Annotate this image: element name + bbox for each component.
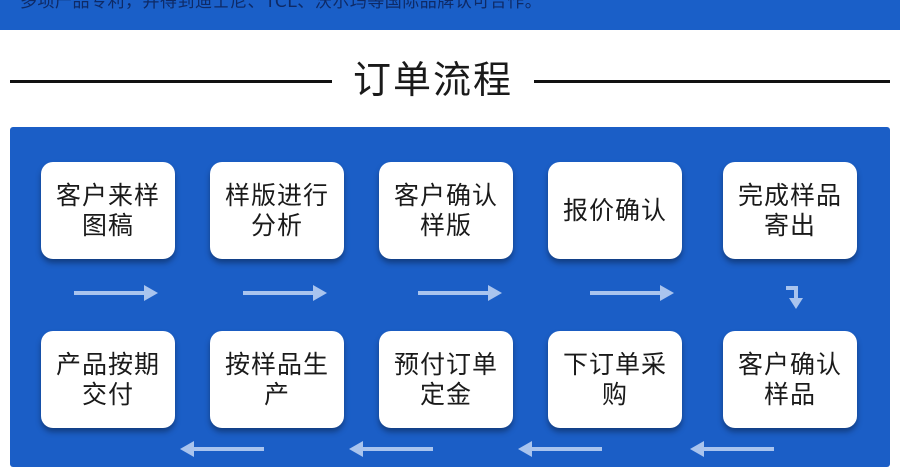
step-label: 客户确认样品 bbox=[738, 349, 843, 409]
step-label: 产品按期交付 bbox=[56, 349, 161, 409]
step-label: 完成样品寄出 bbox=[738, 180, 843, 240]
step-card-9: 按样品生产 bbox=[210, 331, 344, 428]
step-card-3: 客户确认样版 bbox=[379, 162, 513, 259]
step-card-5: 完成样品寄出 bbox=[723, 162, 857, 259]
arrow-right-icon bbox=[590, 285, 674, 301]
step-card-1: 客户来样图稿 bbox=[41, 162, 175, 259]
step-label: 样版进行分析 bbox=[225, 180, 330, 240]
title-divider-right bbox=[534, 80, 890, 83]
arrow-left-icon bbox=[690, 441, 774, 457]
step-card-6: 客户确认样品 bbox=[723, 331, 857, 428]
step-label: 报价确认 bbox=[563, 195, 668, 225]
step-card-4: 报价确认 bbox=[548, 162, 682, 259]
step-label: 预付订单定金 bbox=[394, 349, 499, 409]
arrow-left-icon bbox=[180, 441, 264, 457]
title-divider-left bbox=[10, 80, 332, 83]
banner-text: 多项产品专利，并得到迪士尼、TCL、沃尔玛等国际品牌认可合作。 bbox=[20, 0, 543, 12]
arrow-right-icon bbox=[418, 285, 502, 301]
arrow-right-icon bbox=[243, 285, 327, 301]
section-title: 订单流程 bbox=[352, 58, 513, 102]
step-label: 客户来样图稿 bbox=[56, 180, 161, 240]
step-card-8: 预付订单定金 bbox=[379, 331, 513, 428]
step-label: 下订单采购 bbox=[563, 349, 668, 409]
arrow-right-icon bbox=[74, 285, 158, 301]
step-card-7: 下订单采购 bbox=[548, 331, 682, 428]
step-card-10: 产品按期交付 bbox=[41, 331, 175, 428]
arrow-left-icon bbox=[349, 441, 433, 457]
step-label: 客户确认样版 bbox=[394, 180, 499, 240]
arrow-down-icon bbox=[786, 286, 803, 309]
step-label: 按样品生产 bbox=[225, 349, 330, 409]
step-card-2: 样版进行分析 bbox=[210, 162, 344, 259]
arrow-left-icon bbox=[518, 441, 602, 457]
top-banner: 多项产品专利，并得到迪士尼、TCL、沃尔玛等国际品牌认可合作。 bbox=[0, 0, 900, 30]
